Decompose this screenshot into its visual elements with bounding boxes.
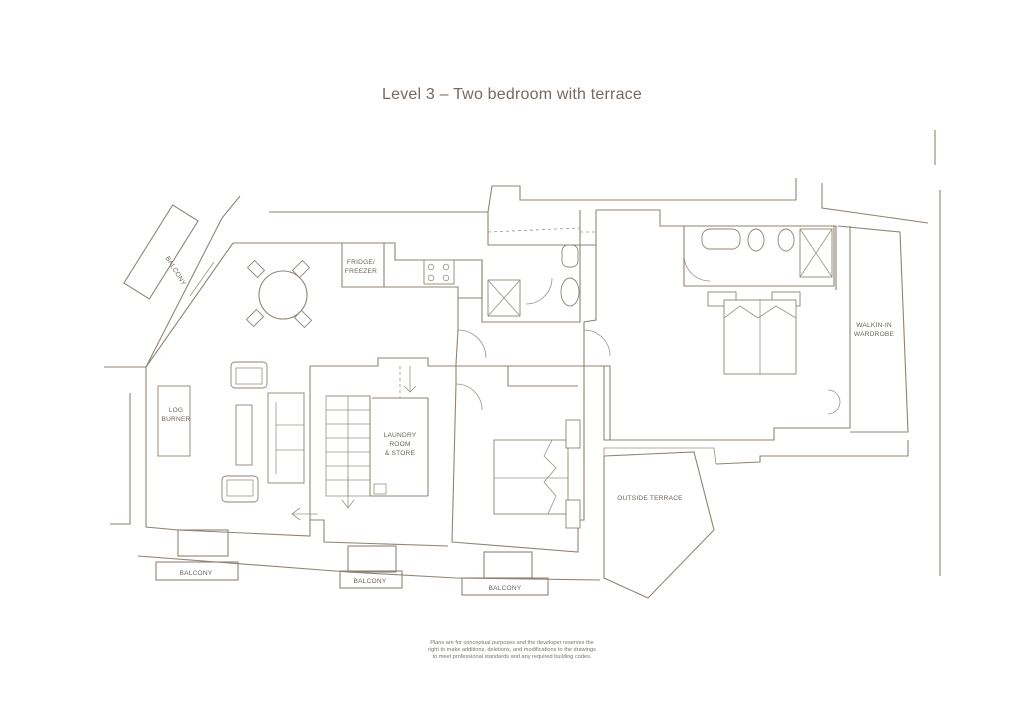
balcony-label-middle: BALCONY [354,578,387,585]
plan-title: Level 3 – Two bedroom with terrace [382,86,642,103]
master-bed [707,291,801,375]
balcony-middle [339,570,403,589]
living-furniture [157,361,305,503]
coffee-table [235,404,253,466]
log-burner-label-1: LOG [169,407,184,414]
disclaimer-line-3: to meet professional standards and any r… [432,654,592,660]
balcony-label-left: BALCONY [180,570,213,577]
disclaimer-note: Plans are for conceptual purposes and th… [362,640,662,661]
openings [399,210,841,415]
walkin-label-2: WARDROBE [854,331,895,338]
dining-table [245,259,313,329]
fridge-label-1: FRIDGE/ [347,259,375,266]
walkin-label-1: WALKIN-IN [856,322,892,329]
balcony-top [123,204,199,300]
laundry-label-3: & STORE [385,450,416,457]
log-burner-label-2: BURNER [161,416,190,423]
disclaimer-line-1: Plans are for conceptual purposes and th… [430,640,594,646]
disclaimer-line-2: right to make additions, deletions, and … [428,647,596,653]
balcony-label-right: BALCONY [489,585,522,592]
fridge-label-2: FREEZER [345,268,377,275]
terrace-label: OUTSIDE TERRACE [617,495,683,502]
staircase [291,366,417,521]
laundry-label-2: ROOM [389,441,410,448]
second-bed [493,366,581,529]
laundry-label-1: LAUNDRY [384,432,417,439]
kitchen [341,243,459,298]
hob-icon [423,259,455,285]
balcony-left [155,561,239,581]
balconies [123,204,549,596]
shower-room [487,244,580,317]
sofa-icon [267,392,305,484]
ensuite [683,226,835,287]
log-burner [157,385,191,457]
